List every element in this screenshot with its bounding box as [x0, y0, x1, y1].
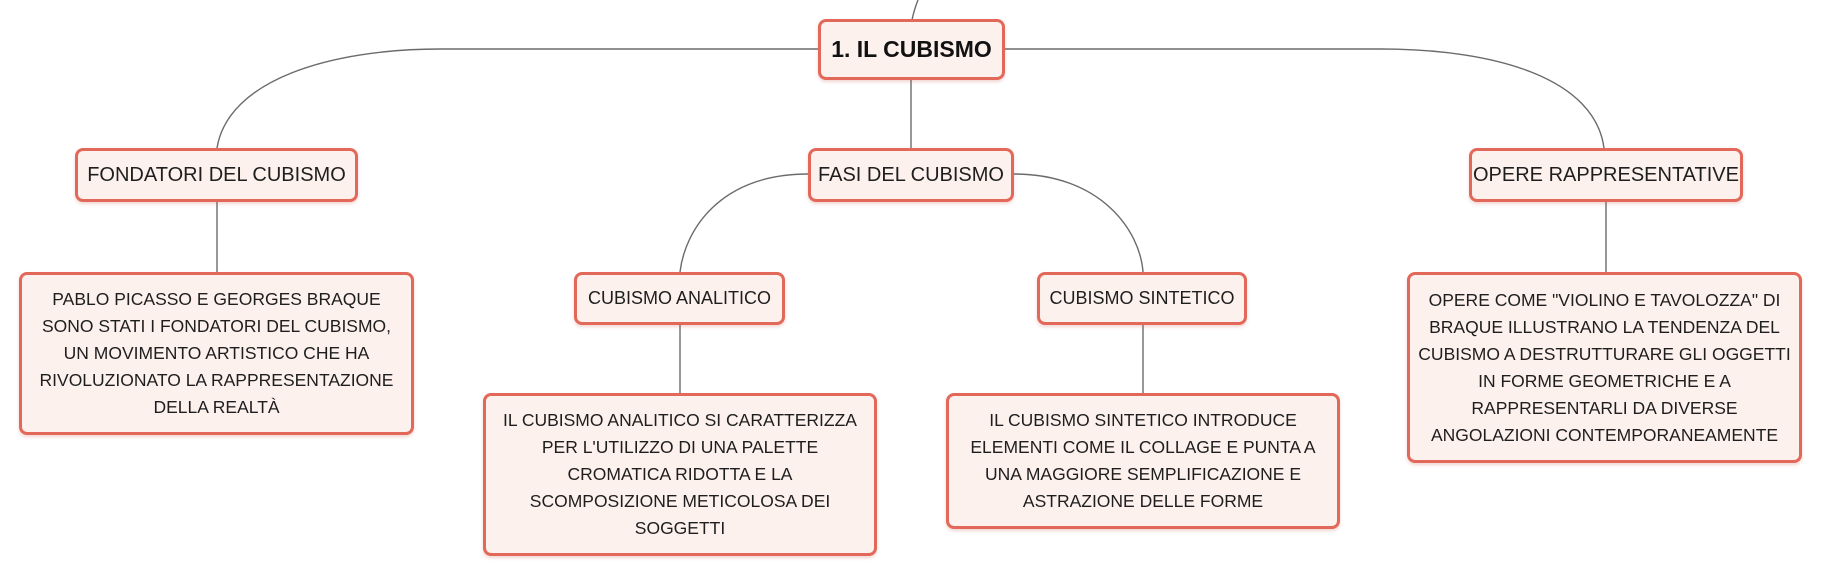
- description-cubismo-sintetico[interactable]: IL CUBISMO SINTETICO INTRODUCE ELEMENTI …: [946, 393, 1340, 529]
- subtopic-cubismo-analitico-label: CUBISMO ANALITICO: [587, 288, 772, 308]
- topic-opere[interactable]: OPERE RAPPRESENTATIVE: [1469, 148, 1743, 202]
- connector-root-to-fondatori: [216, 48, 818, 149]
- description-fondatori[interactable]: PABLO PICASSO E GEORGES BRAQUE SONO STAT…: [19, 272, 414, 435]
- description-cubismo-analitico-text: IL CUBISMO ANALITICO SI CARATTERIZZA PER…: [503, 410, 857, 538]
- connector-root-to-opere: [1005, 48, 1605, 149]
- description-cubismo-analitico[interactable]: IL CUBISMO ANALITICO SI CARATTERIZZA PER…: [483, 393, 877, 556]
- connector-fasi-to-analitico: [679, 173, 809, 273]
- topic-fasi[interactable]: FASI DEL CUBISMO: [808, 148, 1014, 202]
- connector-fasi-to-sintetico: [1013, 173, 1144, 273]
- description-opere[interactable]: OPERE COME "VIOLINO E TAVOLOZZA" DI BRAQ…: [1407, 272, 1802, 463]
- topic-fondatori[interactable]: FONDATORI DEL CUBISMO: [75, 148, 358, 202]
- description-opere-text: OPERE COME "VIOLINO E TAVOLOZZA" DI BRAQ…: [1418, 289, 1791, 445]
- root-topic-label: 1. IL CUBISMO: [831, 36, 992, 62]
- topic-fasi-label: FASI DEL CUBISMO: [818, 163, 1004, 186]
- subtopic-cubismo-sintetico[interactable]: CUBISMO SINTETICO: [1037, 272, 1247, 325]
- subtopic-cubismo-analitico[interactable]: CUBISMO ANALITICO: [574, 272, 785, 325]
- root-topic[interactable]: 1. IL CUBISMO: [818, 19, 1005, 80]
- description-fondatori-text: PABLO PICASSO E GEORGES BRAQUE SONO STAT…: [39, 289, 394, 417]
- description-cubismo-sintetico-text: IL CUBISMO SINTETICO INTRODUCE ELEMENTI …: [970, 410, 1316, 511]
- topic-opere-label: OPERE RAPPRESENTATIVE: [1473, 163, 1739, 186]
- topic-fondatori-label: FONDATORI DEL CUBISMO: [87, 163, 346, 186]
- connector-parent-to-root: [911, 0, 919, 21]
- subtopic-cubismo-sintetico-label: CUBISMO SINTETICO: [1049, 288, 1235, 308]
